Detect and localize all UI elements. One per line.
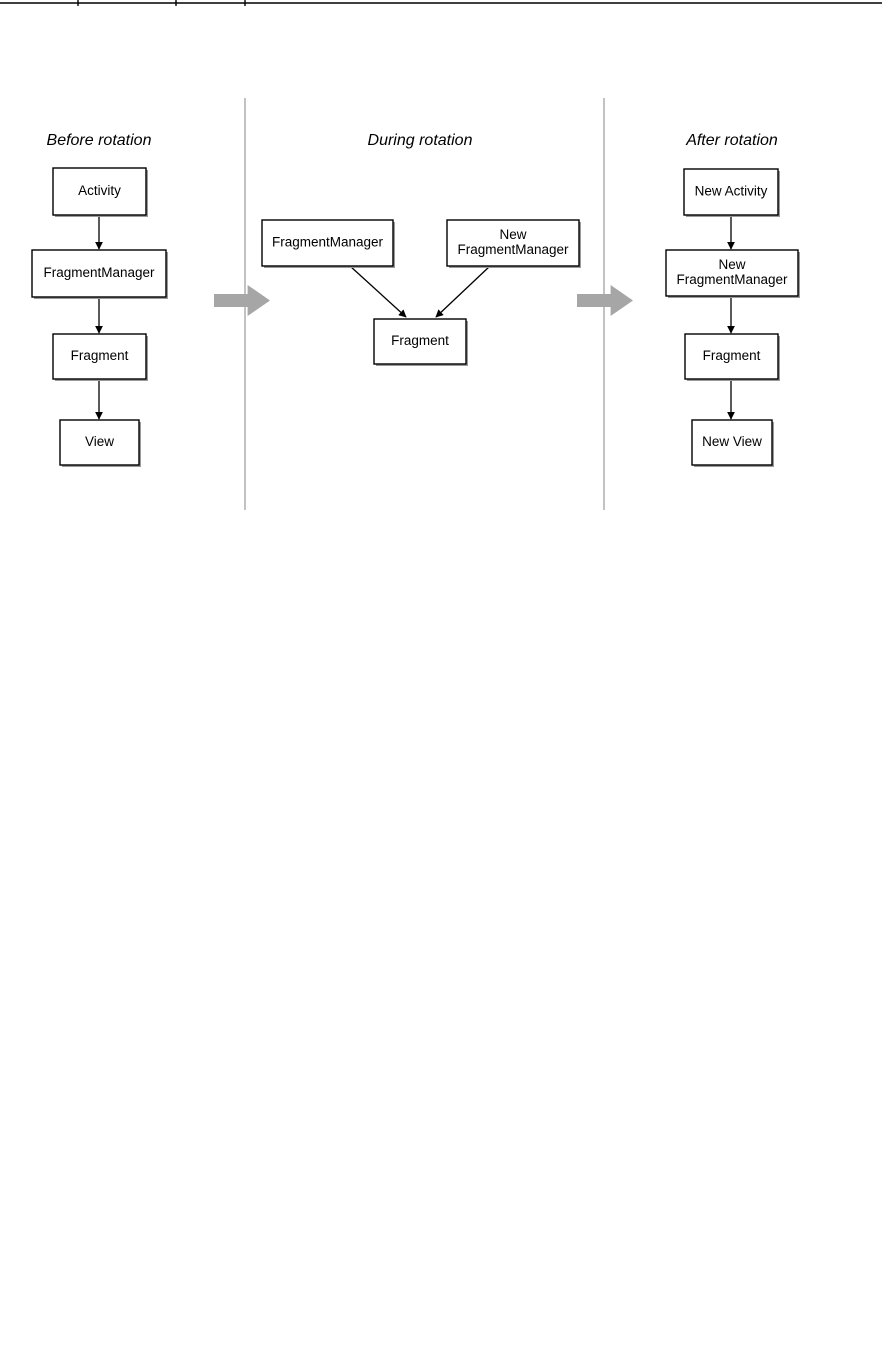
column-title-after: After rotation <box>685 132 778 149</box>
box-before-fragment[interactable]: Fragment <box>52 333 148 381</box>
box-label-fragment-line-0: Fragment <box>391 333 449 348</box>
transition-arrow-during-to-after <box>577 285 633 316</box>
box-during-fragment-manager[interactable]: FragmentManager <box>261 219 395 268</box>
transition-arrows <box>214 285 633 316</box>
box-outline-new-view <box>691 419 773 466</box>
box-outline-fragment <box>373 318 467 365</box>
box-label-fragment-line-0: Fragment <box>71 348 129 363</box>
box-after-new-view[interactable]: New View <box>691 419 774 467</box>
box-outline-new-fragment-manager <box>665 249 799 297</box>
box-label-new-fragment-manager-line-0: New <box>499 227 526 242</box>
box-label-new-fragment-manager-line-0: New <box>718 257 745 272</box>
box-label-fragment-manager-line-0: FragmentManager <box>43 265 155 280</box>
box-outline-fragment <box>52 333 147 380</box>
box-before-activity[interactable]: Activity <box>52 167 148 217</box>
box-outline-view <box>59 419 140 466</box>
box-after-new-activity[interactable]: New Activity <box>683 168 780 217</box>
box-label-new-activity-line-0: New Activity <box>695 184 768 199</box>
connector-during-fragmentmanager-to-fragment <box>349 265 407 318</box>
column-dividers <box>244 98 605 510</box>
box-during-fragment[interactable]: Fragment <box>373 318 468 366</box>
box-outline-fragment-manager <box>31 249 167 298</box>
box-label-new-view-line-0: New View <box>702 434 762 449</box>
box-before-fragment-manager[interactable]: FragmentManager <box>31 249 168 299</box>
box-label-new-fragment-manager-line-1: FragmentManager <box>457 242 569 257</box>
box-before-view[interactable]: View <box>59 419 141 467</box>
box-outline-fragment-manager <box>261 219 394 267</box>
diagram-columns: Before rotationActivityFragmentManagerFr… <box>31 132 800 467</box>
box-after-fragment[interactable]: Fragment <box>684 333 780 381</box>
box-label-fragment-line-0: Fragment <box>703 348 761 363</box>
box-label-activity-line-0: Activity <box>78 183 121 198</box>
box-label-view-line-0: View <box>85 434 114 449</box>
box-outline-activity <box>52 167 147 216</box>
column-title-before: Before rotation <box>47 132 152 149</box>
column-before: Before rotationActivityFragmentManagerFr… <box>31 132 168 467</box>
box-label-new-fragment-manager-line-1: FragmentManager <box>676 272 788 287</box>
box-outline-fragment <box>684 333 779 380</box>
page-top-rule <box>0 0 882 6</box>
connector-during-new-fragmentmanager-to-fragment <box>435 265 491 318</box>
box-outline-new-activity <box>683 168 779 216</box>
box-outline-new-fragment-manager <box>446 219 580 267</box>
column-title-during: During rotation <box>368 132 473 149</box>
transition-arrow-before-to-during <box>214 285 270 316</box>
box-label-fragment-manager-line-0: FragmentManager <box>272 235 384 250</box>
